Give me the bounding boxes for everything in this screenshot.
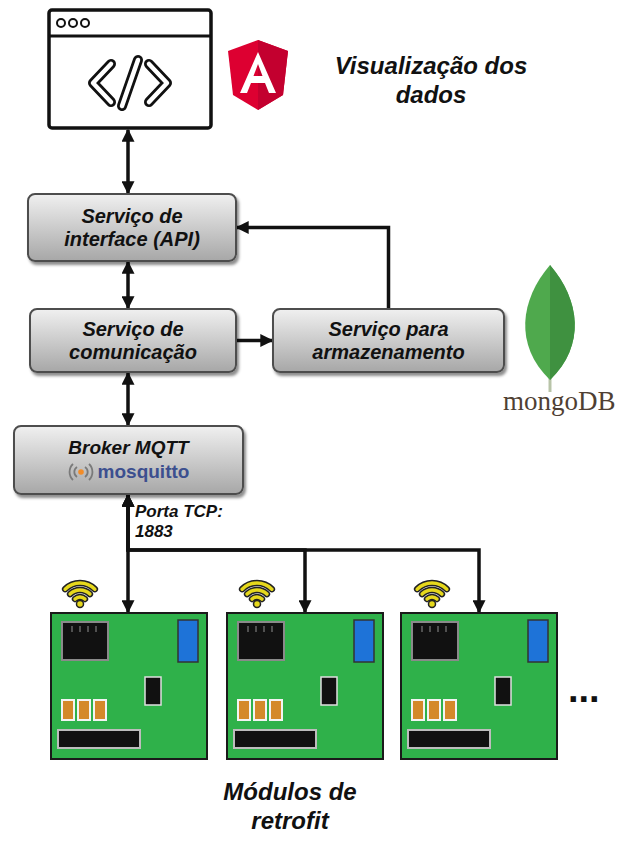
box-label: Serviço de interface (API): [39, 205, 225, 251]
box-title: Broker MQTT: [68, 437, 188, 459]
connector-arrow: [126, 373, 130, 425]
connector-arrow: [126, 130, 130, 193]
browser-window: Visualização dos dados: [47, 8, 213, 130]
heading-text: Visualização dos dados: [297, 52, 565, 110]
group-caption: Módulos de retrofit: [185, 778, 395, 836]
broker-box: Broker MQTTmosquitto: [13, 425, 244, 495]
mongodb-logo: [525, 265, 575, 392]
browser-outline: [47, 8, 213, 130]
wifi-icon: [242, 583, 272, 608]
connector-arrow: [237, 339, 272, 343]
port-label: Porta TCP: 1883: [135, 502, 227, 543]
connector-arrow: [128, 495, 305, 612]
connector-arrow: [128, 495, 479, 612]
box-label: Serviço para armazenamento: [284, 318, 493, 364]
logo-text: mongoDB: [503, 386, 616, 417]
circuit-board: [400, 612, 558, 760]
box-label: Serviço de comunicação: [41, 318, 225, 364]
service-box: Serviço de interface (API): [27, 193, 237, 262]
circuit-board: [50, 612, 208, 760]
wifi-icon: [65, 583, 95, 608]
broadcast-icon: [68, 462, 94, 482]
service-box: Serviço para armazenamento: [272, 308, 505, 373]
wifi-icon: [417, 583, 447, 608]
retrofit-module: [400, 612, 558, 760]
circuit-board: [226, 612, 384, 760]
ellipsis: ...: [568, 668, 600, 711]
connector-arrow: [237, 228, 389, 309]
angular-logo: [228, 40, 288, 110]
retrofit-module: [50, 612, 208, 760]
retrofit-module: [226, 612, 384, 760]
connector-arrow: [126, 262, 130, 308]
logo-text: mosquitto: [68, 461, 190, 483]
service-box: Serviço de comunicação: [29, 308, 237, 373]
